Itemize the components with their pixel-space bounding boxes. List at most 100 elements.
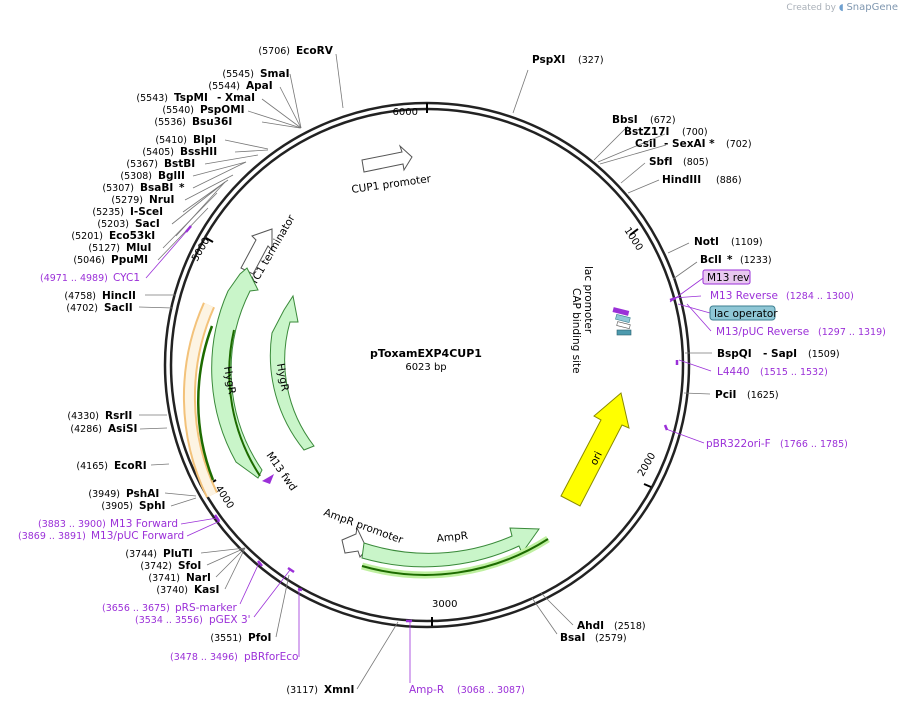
enzyme-bstbi[interactable]: (5367)BstBI xyxy=(126,158,195,170)
enzyme-labels: (5706)EcoRV (5545)SmaI (5544)ApaI (5543)… xyxy=(64,45,839,696)
enzyme-hincii[interactable]: (4758)HincII xyxy=(64,290,136,302)
primer-m13-forward-pos: (3883 .. 3900) xyxy=(38,519,106,530)
enzyme-ecori[interactable]: (4165)EcoRI xyxy=(76,460,146,472)
enzyme-kasi[interactable]: (3740)KasI xyxy=(156,584,219,596)
enzyme-noti[interactable]: NotI(1109) xyxy=(694,236,763,248)
enzyme-bspqi[interactable]: BspQI- SapI(1509) xyxy=(717,348,840,360)
enzyme-sacii[interactable]: (4702)SacII xyxy=(66,302,132,314)
enzyme-bstbi-name: BstBI xyxy=(164,158,195,170)
primer-pbr322ori-f-name: pBR322ori-F xyxy=(706,438,771,450)
enzyme-rsrii-name: RsrII xyxy=(105,410,132,422)
enzyme-nrui-pos: (5279) xyxy=(111,195,143,206)
enzyme-sphi[interactable]: (3905)SphI xyxy=(101,500,165,512)
boxed-labels: M13 rev lac operator xyxy=(702,269,778,321)
enzyme-xmni[interactable]: (3117)XmnI xyxy=(286,684,354,696)
lac-operator-box[interactable]: lac operator xyxy=(709,305,778,321)
primer-pgex3[interactable]: (3534 .. 3556)pGEX 3' xyxy=(135,614,251,626)
enzyme-nari-pos: (3741) xyxy=(148,573,180,584)
enzyme-eco53ki[interactable]: (5201)Eco53kI xyxy=(71,230,155,242)
primer-m13puc-reverse[interactable]: M13/pUC Reverse(1297 .. 1319) xyxy=(716,326,886,338)
enzyme-bsai[interactable]: BsaI(2579) xyxy=(560,632,627,644)
enzyme-apai[interactable]: (5544)ApaI xyxy=(208,80,272,92)
enzyme-blpi[interactable]: (5410) BlpI xyxy=(155,134,216,146)
enzyme-blpi-name: BlpI xyxy=(193,134,216,146)
hygr-arrow-1 xyxy=(211,267,263,479)
enzyme-sfoi[interactable]: (3742) SfoI xyxy=(140,560,201,572)
enzyme-tspmi-pos: (5543) xyxy=(136,93,168,104)
enzyme-hincii-name: HincII xyxy=(102,290,136,302)
primer-cyc1[interactable]: (4971 .. 4989)CYC1 xyxy=(40,272,140,284)
primer-m13puc-forward[interactable]: (3869 .. 3891)M13/pUC Forward xyxy=(18,530,184,542)
enzyme-asisi-name: AsiSI xyxy=(108,423,137,435)
primer-amp-r-name: Amp-R xyxy=(409,684,444,696)
created-by-text: Created by xyxy=(786,3,836,13)
enzyme-asisi[interactable]: (4286)AsiSI xyxy=(70,423,137,435)
enzyme-sfoi-name: SfoI xyxy=(178,560,201,572)
enzyme-ecori-pos: (4165) xyxy=(76,461,108,472)
enzyme-csii-pos: (702) xyxy=(726,139,752,150)
enzyme-ahdi[interactable]: AhdI(2518) xyxy=(577,620,646,632)
enzyme-ppumi[interactable]: (5046)PpuMI xyxy=(73,254,148,266)
enzyme-smai-name: SmaI xyxy=(260,68,290,80)
ampr-orf-line xyxy=(361,538,549,576)
enzyme-blpi-pos: (5410) xyxy=(155,135,187,146)
enzyme-ecorv[interactable]: (5706)EcoRV xyxy=(258,45,333,57)
tick-5000-label: 5000 xyxy=(190,236,212,264)
enzyme-i-scei-name: I-SceI xyxy=(130,206,163,218)
enzyme-pshai-pos: (3949) xyxy=(88,489,120,500)
enzyme-noti-pos: (1109) xyxy=(731,237,763,248)
primer-pbrforeco[interactable]: (3478 .. 3496)pBRforEco xyxy=(170,651,298,663)
enzyme-hindiii-pos: (886) xyxy=(716,175,742,186)
enzyme-pspxi[interactable]: PspXI(327) xyxy=(532,54,604,66)
enzyme-bglii-name: BglII xyxy=(158,170,185,182)
enzyme-tspmi-name: TspMI xyxy=(174,92,208,104)
enzyme-smai[interactable]: (5545)SmaI xyxy=(222,68,289,80)
enzyme-pspomi[interactable]: (5540)PspOMI xyxy=(162,104,244,116)
enzyme-bsabi[interactable]: (5307)BsaBI* xyxy=(102,182,185,194)
enzyme-bstz17i-pos: (700) xyxy=(682,127,708,138)
enzyme-bglii[interactable]: (5308)BglII xyxy=(120,170,185,182)
enzyme-saci[interactable]: (5203)SacI xyxy=(97,218,159,230)
primer-l4440-name: L4440 xyxy=(717,366,750,378)
enzyme-pcii[interactable]: PciI(1625) xyxy=(715,389,779,401)
enzyme-bstz17i-name: BstZ17I xyxy=(624,126,669,138)
ori-label: ori xyxy=(588,450,605,468)
enzyme-bcli[interactable]: BclI*(1233) xyxy=(700,254,772,266)
enzyme-bsshii[interactable]: (5405)BssHII xyxy=(142,146,217,158)
enzyme-bsabi-pos: (5307) xyxy=(102,183,134,194)
enzyme-pshai[interactable]: (3949)PshAI xyxy=(88,488,159,500)
primer-leaders xyxy=(145,231,712,683)
enzyme-tspmi[interactable]: (5543)TspMI- XmaI xyxy=(136,92,255,104)
m13-rev-box[interactable]: M13 rev xyxy=(702,269,751,285)
primer-m13-reverse[interactable]: M13 Reverse(1284 .. 1300) xyxy=(710,290,854,302)
enzyme-i-scei-pos: (5235) xyxy=(92,207,124,218)
enzyme-sbfi-name: SbfI xyxy=(649,156,673,168)
primer-pbr322ori-f[interactable]: pBR322ori-F(1766 .. 1785) xyxy=(706,438,848,450)
primer-m13-forward[interactable]: (3883 .. 3900) M13 Forward xyxy=(38,518,178,530)
enzyme-sbfi[interactable]: SbfI(805) xyxy=(649,156,709,168)
enzyme-rsrii[interactable]: (4330)RsrII xyxy=(67,410,132,422)
primer-m13-forward-name: M13 Forward xyxy=(110,518,178,530)
primer-prs-marker[interactable]: (3656 .. 3675)pRS-marker xyxy=(102,602,238,614)
enzyme-bstz17i[interactable]: BstZ17I (700) xyxy=(624,126,708,138)
primer-l4440[interactable]: L4440(1515 .. 1532) xyxy=(717,366,828,378)
enzyme-i-scei[interactable]: (5235) I-SceI xyxy=(92,206,163,218)
enzyme-ahdi-name: AhdI xyxy=(577,620,604,632)
enzyme-nari[interactable]: (3741)NarI xyxy=(148,572,211,584)
enzyme-bsu36i[interactable]: (5536)Bsu36I xyxy=(154,116,232,128)
enzyme-nrui[interactable]: (5279)NruI xyxy=(111,194,174,206)
enzyme-pluti[interactable]: (3744)PluTI xyxy=(125,548,192,560)
enzyme-pspomi-name: PspOMI xyxy=(200,104,245,116)
ori-arrow xyxy=(560,392,630,507)
enzyme-bbsi[interactable]: BbsI(672) xyxy=(612,114,676,126)
tick-2000-label: 2000 xyxy=(636,451,658,479)
enzyme-hindiii[interactable]: HindIII(886) xyxy=(662,174,742,186)
enzyme-pfoi[interactable]: (3551)PfoI xyxy=(210,632,271,644)
enzyme-saci-pos: (5203) xyxy=(97,219,129,230)
enzyme-bspqi-pos: (1509) xyxy=(808,349,840,360)
enzyme-mlui[interactable]: (5127)MluI xyxy=(88,242,151,254)
enzyme-csii[interactable]: CsiI- SexAI *(702) xyxy=(635,138,752,150)
enzyme-sfoi-pos: (3742) xyxy=(140,561,172,572)
primer-m13-reverse-name: M13 Reverse xyxy=(710,290,778,302)
primer-amp-r[interactable]: Amp-R(3068 .. 3087) xyxy=(409,684,525,696)
